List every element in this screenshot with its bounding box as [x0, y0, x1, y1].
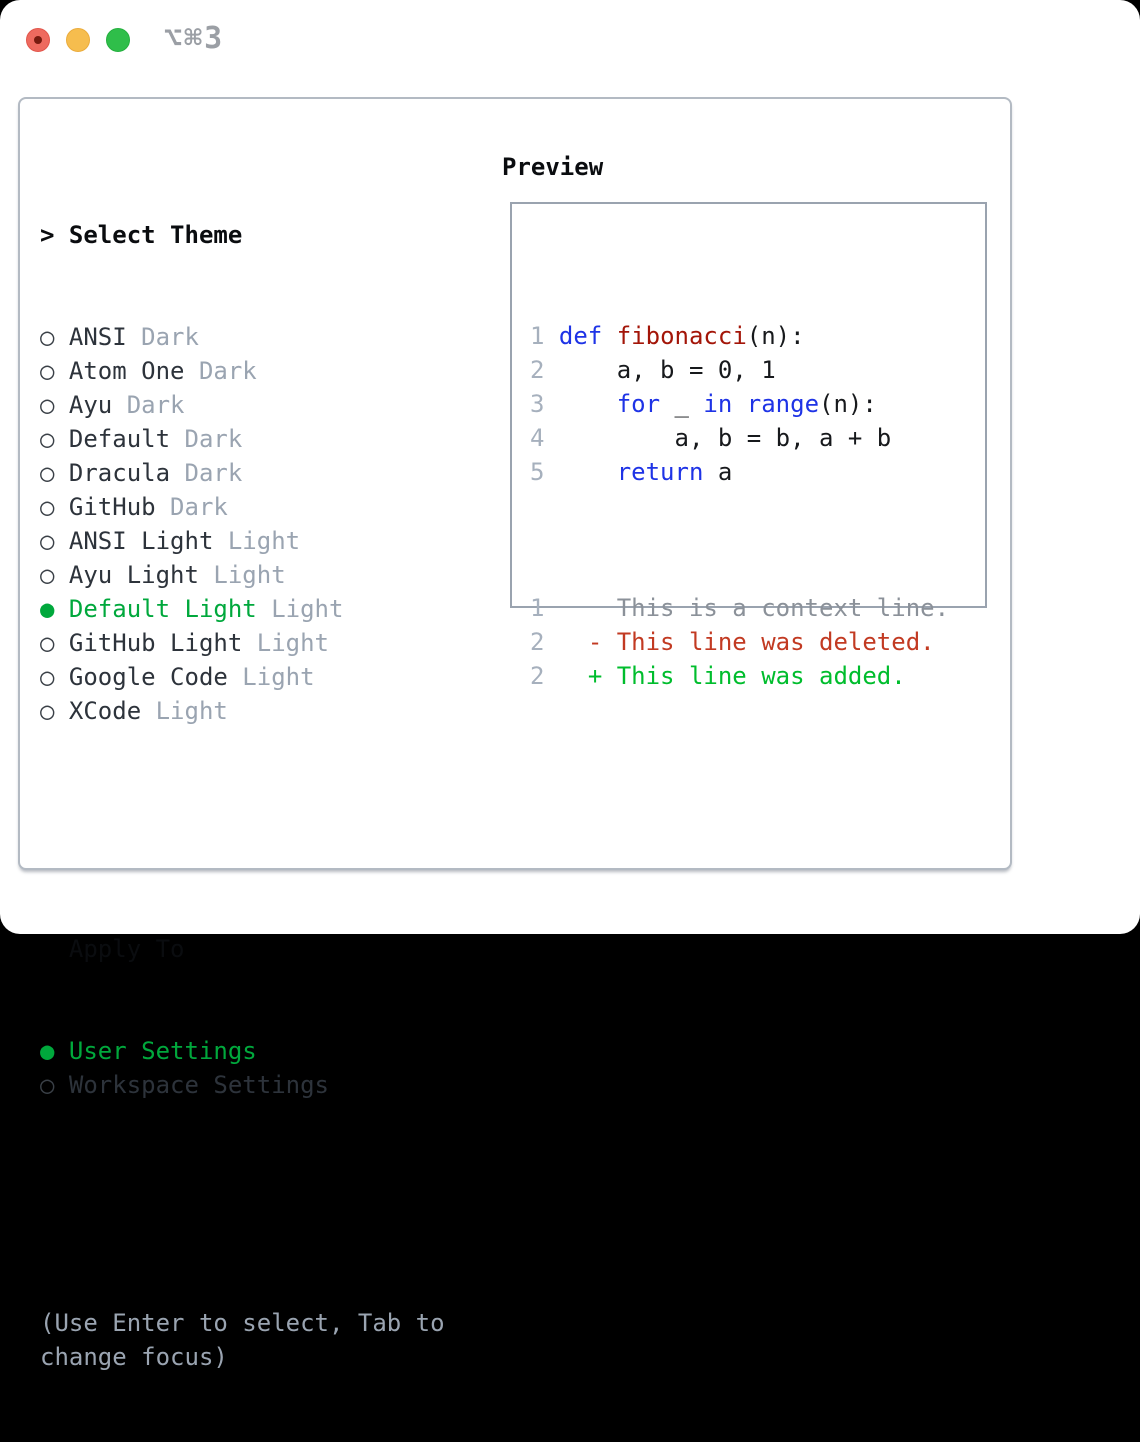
theme-option[interactable]: ○ Dracula Dark	[40, 456, 445, 490]
apply-to-label: Apply To	[69, 935, 185, 963]
radio-selected-icon: ●	[40, 1037, 54, 1065]
theme-list: ○ ANSI Dark○ Atom One Dark○ Ayu Dark○ De…	[40, 320, 445, 728]
diff-line: 2 - This line was deleted.	[530, 625, 985, 659]
zoom-icon[interactable]	[106, 28, 130, 52]
option-label: GitHub	[54, 493, 155, 521]
hint-text: (Use Enter to select, Tab to	[40, 1306, 445, 1340]
theme-option[interactable]: ○ GitHub Light Light	[40, 626, 445, 660]
apply-to-option[interactable]: ○ Workspace Settings	[40, 1068, 445, 1102]
variant-label: Dark	[112, 391, 184, 419]
variant-label: Light	[141, 697, 228, 725]
select-theme-label: Select Theme	[69, 221, 242, 249]
select-theme-header: > Select Theme	[40, 218, 445, 252]
radio-icon: ○	[40, 629, 54, 657]
diff-line: 1 This is a context line.	[530, 591, 985, 625]
theme-option[interactable]: ● Default Light Light	[40, 592, 445, 626]
theme-option[interactable]: ○ XCode Light	[40, 694, 445, 728]
prompt-icon: >	[40, 221, 54, 249]
close-icon[interactable]	[26, 28, 50, 52]
option-label: Dracula	[54, 459, 170, 487]
option-label: Google Code	[54, 663, 227, 691]
radio-icon: ○	[40, 1071, 54, 1099]
radio-icon: ○	[40, 459, 54, 487]
hint-text: change focus)	[40, 1340, 445, 1374]
code-line: 2 a, b = 0, 1	[530, 353, 985, 387]
radio-icon: ○	[40, 527, 54, 555]
code-line: 3 for _ in range(n):	[530, 387, 985, 421]
theme-option[interactable]: ○ Ayu Dark	[40, 388, 445, 422]
radio-icon: ○	[40, 697, 54, 725]
option-label: Default	[54, 425, 170, 453]
title-bar: ⌥⌘3	[0, 0, 1140, 80]
minimize-icon[interactable]	[66, 28, 90, 52]
code-line: 1 def fibonacci(n):	[530, 319, 985, 353]
apply-to-section: Apply To ● User Settings○ Workspace Sett…	[40, 864, 445, 1170]
theme-option[interactable]: ○ Default Dark	[40, 422, 445, 456]
theme-option[interactable]: ○ ANSI Dark	[40, 320, 445, 354]
radio-icon: ○	[40, 561, 54, 589]
unsaved-dot-icon	[34, 36, 42, 44]
option-label: ANSI	[54, 323, 126, 351]
variant-label: Light	[242, 629, 329, 657]
preview-title: Preview	[502, 150, 603, 184]
radio-icon: ○	[40, 357, 54, 385]
diff-sample: 1 This is a context line.2 - This line w…	[530, 591, 985, 693]
apply-to-header: Apply To	[40, 932, 445, 966]
variant-label: Dark	[170, 425, 242, 453]
radio-icon: ○	[40, 323, 54, 351]
variant-label: Light	[199, 561, 286, 589]
radio-icon: ○	[40, 425, 54, 453]
variant-label: Dark	[156, 493, 228, 521]
option-label: Ayu Light	[54, 561, 199, 589]
window-title: ⌥⌘3	[164, 21, 224, 56]
theme-option[interactable]: ○ Google Code Light	[40, 660, 445, 694]
theme-option[interactable]: ○ Atom One Dark	[40, 354, 445, 388]
apply-to-option[interactable]: ● User Settings	[40, 1034, 445, 1068]
radio-icon: ○	[40, 493, 54, 521]
option-label: User Settings	[54, 1037, 256, 1065]
code-line: 5 return a	[530, 455, 985, 489]
apply-to-list: ● User Settings○ Workspace Settings	[40, 1034, 445, 1102]
option-label: GitHub Light	[54, 629, 242, 657]
theme-picker-panel: > Select Theme ○ ANSI Dark○ Atom One Dar…	[18, 97, 1012, 870]
theme-option[interactable]: ○ GitHub Dark	[40, 490, 445, 524]
theme-option[interactable]: ○ Ayu Light Light	[40, 558, 445, 592]
variant-label: Dark	[127, 323, 199, 351]
left-pane: > Select Theme ○ ANSI Dark○ Atom One Dar…	[40, 150, 445, 1442]
radio-selected-icon: ●	[40, 595, 54, 623]
variant-label: Dark	[170, 459, 242, 487]
option-label: XCode	[54, 697, 141, 725]
variant-label: Light	[257, 595, 344, 623]
option-label: Default Light	[54, 595, 256, 623]
radio-icon: ○	[40, 663, 54, 691]
option-label: Ayu	[54, 391, 112, 419]
variant-label: Light	[213, 527, 300, 555]
diff-line: 2 + This line was added.	[530, 659, 985, 693]
option-label: Atom One	[54, 357, 184, 385]
app-window: ⌥⌘3 > Select Theme ○ ANSI Dark○ Atom One…	[0, 0, 1140, 934]
option-label: ANSI Light	[54, 527, 213, 555]
theme-option[interactable]: ○ ANSI Light Light	[40, 524, 445, 558]
radio-icon: ○	[40, 391, 54, 419]
option-label: Workspace Settings	[54, 1071, 329, 1099]
variant-label: Light	[228, 663, 315, 691]
code-line: 4 a, b = b, a + b	[530, 421, 985, 455]
variant-label: Dark	[185, 357, 257, 385]
